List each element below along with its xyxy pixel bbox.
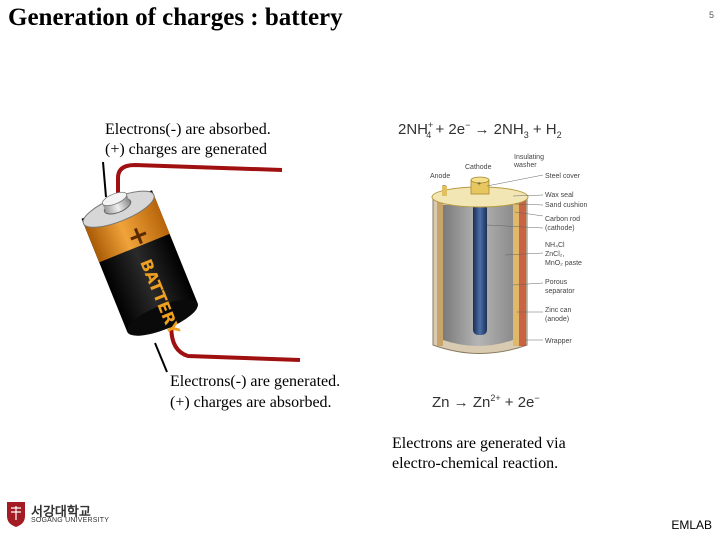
label-sand-cushion: Sand cushion — [545, 202, 588, 209]
anode-equation: Zn → Zn2+ + 2e− — [432, 393, 540, 411]
bottom-annotation-line2: (+) charges are absorbed. — [170, 394, 332, 411]
university-emblem-icon — [7, 502, 25, 527]
label-paste-3: MnO₂ paste — [545, 260, 582, 267]
lab-label: EMLAB — [671, 518, 712, 532]
positive-wire — [116, 162, 283, 200]
page-number: 5 — [708, 10, 714, 20]
label-wax-seal: Wax seal — [545, 192, 574, 199]
university-logo: 서강대학교 SOGANG UNIVERSITY — [5, 500, 115, 530]
label-steel-cover: Steel cover — [545, 173, 581, 180]
label-carbon-rod-1: Carbon rod — [545, 216, 580, 223]
reaction-annotation-line1: Electrons are generated via — [392, 435, 566, 452]
university-name-english: SOGANG UNIVERSITY — [31, 517, 110, 524]
negative-wire — [169, 317, 301, 362]
top-annotation-line1: Electrons(-) are absorbed. — [105, 121, 271, 138]
label-anode: Anode — [430, 173, 450, 180]
label-carbon-rod-2: (cathode) — [545, 225, 575, 232]
top-pointer-line — [102, 161, 107, 198]
university-name-korean: 서강대학교 — [31, 504, 91, 519]
label-zinc-can-2: (anode) — [545, 316, 569, 323]
label-separator-1: Porous — [545, 279, 568, 286]
label-separator-2: separator — [545, 288, 575, 295]
bottom-annotation-line1: Electrons(-) are generated. — [170, 373, 341, 390]
label-cathode: Cathode — [465, 164, 492, 171]
label-anode-minus: − — [442, 183, 446, 190]
label-insulating-washer-2: washer — [513, 162, 537, 169]
label-wrapper: Wrapper — [545, 338, 572, 345]
label-paste-1: NH₄Cl — [545, 242, 565, 249]
slide-title: Generation of charges : battery — [8, 4, 343, 31]
bottom-pointer-line — [154, 342, 168, 373]
label-insulating-washer-1: Insulating — [514, 154, 544, 161]
label-paste-2: ZnCl₂, — [545, 251, 564, 258]
top-annotation-line2: (+) charges are generated — [105, 141, 267, 158]
label-zinc-can-1: Zinc can — [545, 307, 572, 314]
label-cathode-plus: + — [477, 181, 481, 188]
dry-cell-diagram: Anode − Cathode + Insulating washer Stee… — [430, 154, 588, 354]
cathode-equation: 2NH+4 + 2e− → 2NH3 + H2 — [398, 120, 562, 140]
reaction-annotation-line2: electro-chemical reaction. — [392, 455, 559, 472]
